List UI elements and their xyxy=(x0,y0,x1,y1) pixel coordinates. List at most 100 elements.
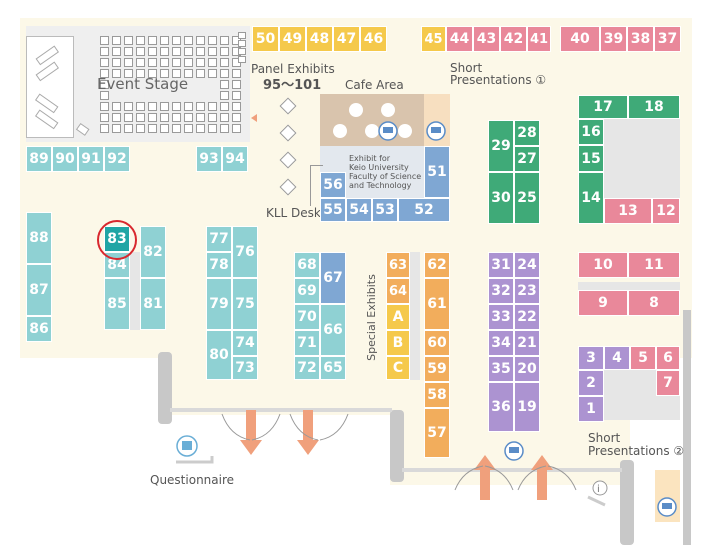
booth-76[interactable]: 76 xyxy=(232,226,258,278)
booth-28[interactable]: 28 xyxy=(514,120,540,146)
booth-7[interactable]: 7 xyxy=(656,370,680,396)
booth-51[interactable]: 51 xyxy=(424,146,450,198)
booth-15[interactable]: 15 xyxy=(578,145,604,172)
stage-chair xyxy=(100,113,109,122)
booth-29[interactable]: 29 xyxy=(488,120,514,172)
booth-55[interactable]: 55 xyxy=(320,198,346,222)
booth-89[interactable]: 89 xyxy=(26,146,52,172)
booth-94[interactable]: 94 xyxy=(222,146,248,172)
booth-31[interactable]: 31 xyxy=(488,252,514,278)
booth-10[interactable]: 10 xyxy=(578,252,628,278)
booth-85[interactable]: 85 xyxy=(104,278,130,330)
booth-68[interactable]: 68 xyxy=(294,252,320,278)
booth-63[interactable]: 63 xyxy=(386,252,410,278)
booth-8[interactable]: 8 xyxy=(628,290,680,316)
booth-c[interactable]: C xyxy=(386,356,410,380)
booth-33[interactable]: 33 xyxy=(488,304,514,330)
booth-21[interactable]: 21 xyxy=(514,330,540,356)
booth-a[interactable]: A xyxy=(386,304,410,330)
booth-86[interactable]: 86 xyxy=(26,316,52,342)
booth-77[interactable]: 77 xyxy=(206,226,232,252)
booth-88[interactable]: 88 xyxy=(26,212,52,264)
booth-3[interactable]: 3 xyxy=(578,346,604,370)
booth-52[interactable]: 52 xyxy=(398,198,450,222)
booth-41[interactable]: 41 xyxy=(527,26,551,52)
booth-25[interactable]: 25 xyxy=(514,172,540,224)
booth-84[interactable]: 84 xyxy=(104,252,130,278)
booth-90[interactable]: 90 xyxy=(52,146,78,172)
booth-50[interactable]: 50 xyxy=(252,26,279,52)
booth-b[interactable]: B xyxy=(386,330,410,356)
booth-30[interactable]: 30 xyxy=(488,172,514,224)
booth-27[interactable]: 27 xyxy=(514,146,540,172)
booth-65[interactable]: 65 xyxy=(320,356,346,380)
booth-43[interactable]: 43 xyxy=(473,26,500,52)
booth-70[interactable]: 70 xyxy=(294,304,320,330)
booth-83[interactable]: 83 xyxy=(104,226,130,252)
booth-67[interactable]: 67 xyxy=(320,252,346,304)
booth-4[interactable]: 4 xyxy=(604,346,630,370)
booth-40[interactable]: 40 xyxy=(560,26,600,52)
booth-22[interactable]: 22 xyxy=(514,304,540,330)
booth-17[interactable]: 17 xyxy=(578,95,628,119)
booth-58[interactable]: 58 xyxy=(424,382,450,408)
booth-47[interactable]: 47 xyxy=(333,26,360,52)
booth-56[interactable]: 56 xyxy=(320,172,346,198)
booth-54[interactable]: 54 xyxy=(346,198,372,222)
booth-20[interactable]: 20 xyxy=(514,356,540,382)
booth-14[interactable]: 14 xyxy=(578,172,604,224)
booth-16[interactable]: 16 xyxy=(578,119,604,145)
booth-61[interactable]: 61 xyxy=(424,278,450,330)
booth-64[interactable]: 64 xyxy=(386,278,410,304)
booth-44[interactable]: 44 xyxy=(446,26,473,52)
booth-87[interactable]: 87 xyxy=(26,264,52,316)
booth-79[interactable]: 79 xyxy=(206,278,232,330)
booth-91[interactable]: 91 xyxy=(78,146,104,172)
booth-23[interactable]: 23 xyxy=(514,278,540,304)
booth-11[interactable]: 11 xyxy=(628,252,680,278)
booth-82[interactable]: 82 xyxy=(140,226,166,278)
booth-81[interactable]: 81 xyxy=(140,278,166,330)
booth-92[interactable]: 92 xyxy=(104,146,130,172)
booth-62[interactable]: 62 xyxy=(424,252,450,278)
booth-19[interactable]: 19 xyxy=(514,382,540,432)
booth-37[interactable]: 37 xyxy=(654,26,681,52)
booth-6[interactable]: 6 xyxy=(656,346,680,370)
booth-74[interactable]: 74 xyxy=(232,330,258,356)
booth-34[interactable]: 34 xyxy=(488,330,514,356)
booth-69[interactable]: 69 xyxy=(294,278,320,304)
wall-right-pillar xyxy=(620,460,634,545)
booth-75[interactable]: 75 xyxy=(232,278,258,330)
booth-42[interactable]: 42 xyxy=(500,26,527,52)
stage-chair xyxy=(172,58,181,67)
booth-45[interactable]: 45 xyxy=(421,26,446,52)
booth-93[interactable]: 93 xyxy=(196,146,222,172)
booth-72[interactable]: 72 xyxy=(294,356,320,380)
booth-2[interactable]: 2 xyxy=(578,370,604,396)
booth-35[interactable]: 35 xyxy=(488,356,514,382)
booth-38[interactable]: 38 xyxy=(627,26,654,52)
booth-59[interactable]: 59 xyxy=(424,356,450,382)
booth-80[interactable]: 80 xyxy=(206,330,232,380)
booth-12[interactable]: 12 xyxy=(652,198,680,224)
booth-49[interactable]: 49 xyxy=(279,26,306,52)
booth-24[interactable]: 24 xyxy=(514,252,540,278)
booth-78[interactable]: 78 xyxy=(206,252,232,278)
booth-46[interactable]: 46 xyxy=(360,26,387,52)
booth-1[interactable]: 1 xyxy=(578,396,604,422)
booth-13[interactable]: 13 xyxy=(604,198,652,224)
booth-5[interactable]: 5 xyxy=(630,346,656,370)
booth-57[interactable]: 57 xyxy=(424,408,450,458)
booth-66[interactable]: 66 xyxy=(320,304,346,356)
booth-9[interactable]: 9 xyxy=(578,290,628,316)
booth-48[interactable]: 48 xyxy=(306,26,333,52)
booth-73[interactable]: 73 xyxy=(232,356,258,380)
booth-36[interactable]: 36 xyxy=(488,382,514,432)
booth-53[interactable]: 53 xyxy=(372,198,398,222)
booth-71[interactable]: 71 xyxy=(294,330,320,356)
booth-60[interactable]: 60 xyxy=(424,330,450,356)
cafe-presentation-area xyxy=(424,94,450,146)
booth-18[interactable]: 18 xyxy=(628,95,680,119)
booth-39[interactable]: 39 xyxy=(600,26,627,52)
booth-32[interactable]: 32 xyxy=(488,278,514,304)
